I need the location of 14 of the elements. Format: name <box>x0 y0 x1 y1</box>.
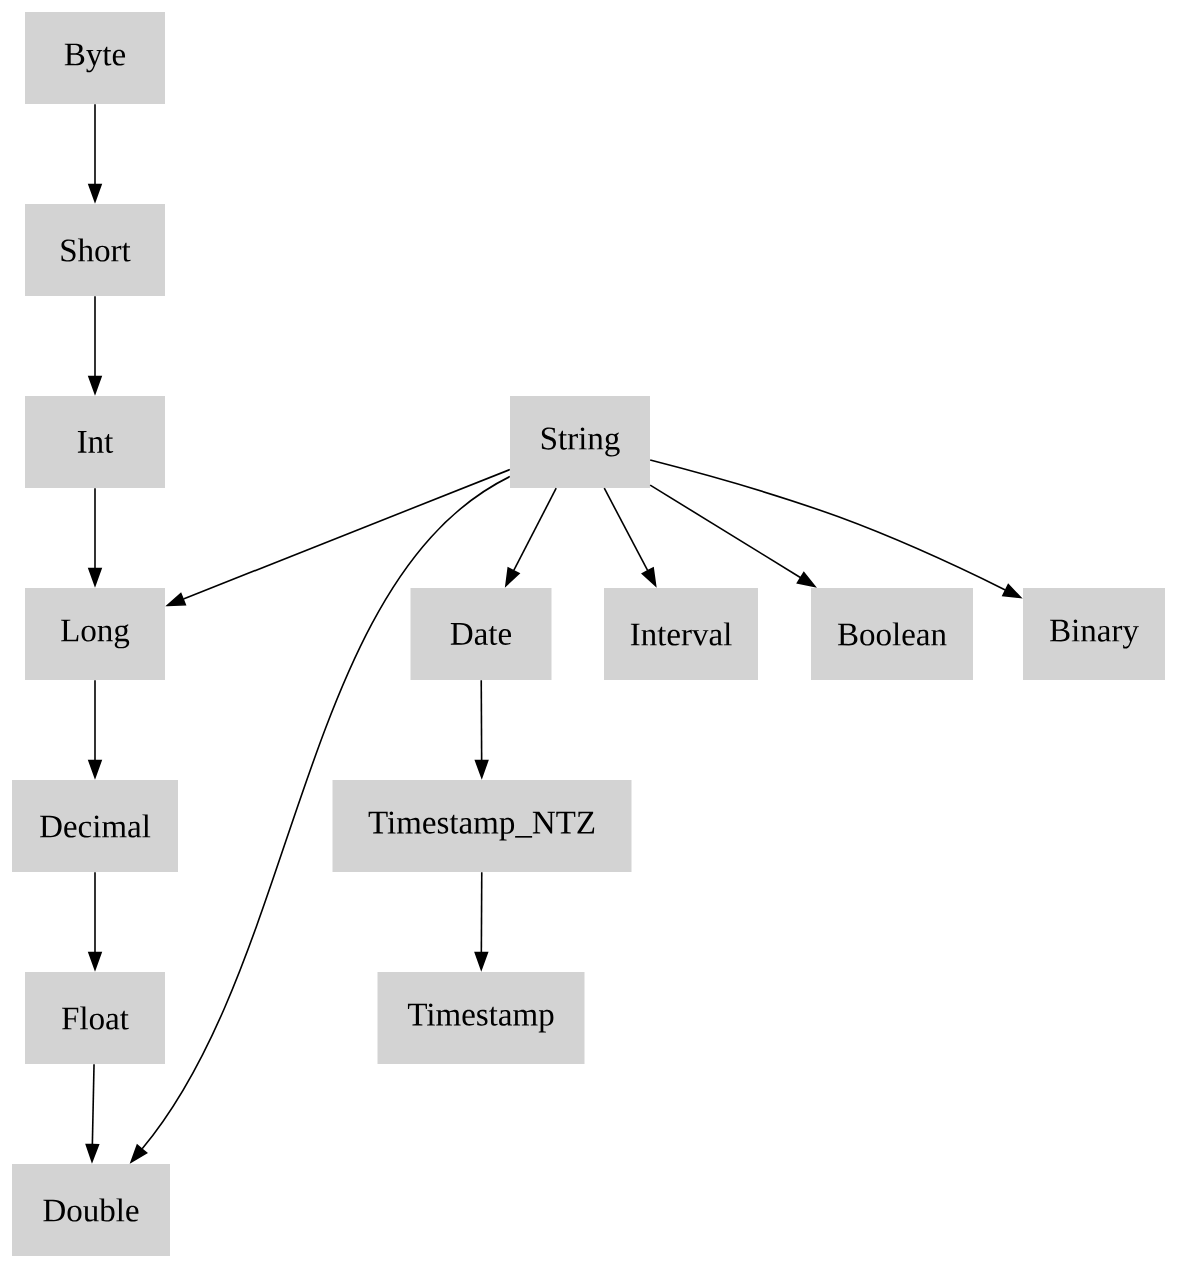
type-box: Date <box>410 588 552 680</box>
type-box: Int <box>25 396 165 488</box>
type-box: Decimal <box>12 780 178 872</box>
type-box: Short <box>25 204 165 296</box>
type-box: Timestamp <box>377 972 585 1064</box>
type-box: Timestamp_NTZ <box>332 780 632 872</box>
type-box: String <box>510 396 650 488</box>
type-box: Binary <box>1023 588 1165 680</box>
type-box: Boolean <box>811 588 973 680</box>
type-box: Byte <box>25 12 165 104</box>
type-box: Interval <box>604 588 758 680</box>
type-box: Float <box>25 972 165 1064</box>
type-box: Double <box>12 1164 170 1256</box>
type-box: Long <box>25 588 165 680</box>
